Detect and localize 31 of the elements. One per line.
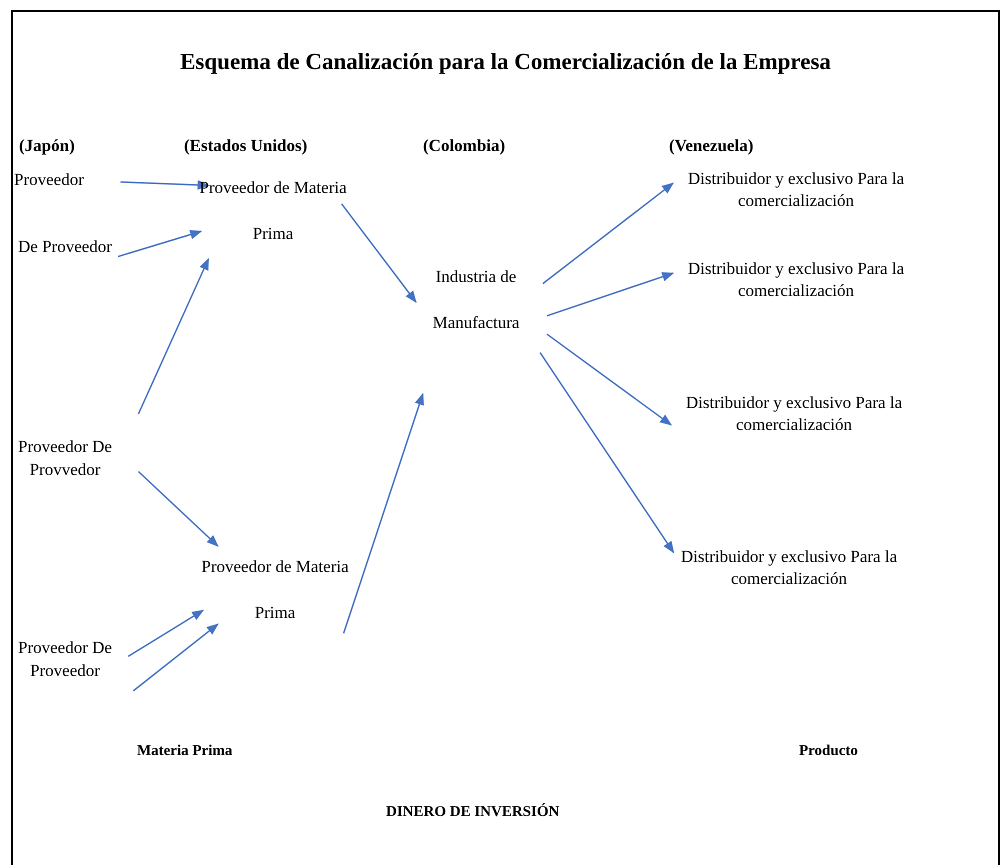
node-label: Industria de Manufactura bbox=[407, 254, 545, 346]
arrow bbox=[120, 180, 210, 190]
arrow bbox=[546, 334, 672, 426]
node-label: Distribuidor y exclusivo Para la comercialización bbox=[671, 258, 921, 302]
node-label: Proveedor De Proveedor bbox=[14, 636, 116, 682]
arrow bbox=[546, 272, 674, 317]
arrow bbox=[342, 392, 424, 634]
node-label: Proveedor de Materia Prima bbox=[199, 165, 347, 257]
heading-label: (Estados Unidos) bbox=[184, 136, 308, 156]
arrow bbox=[138, 258, 210, 414]
heading-label: Producto bbox=[799, 743, 858, 760]
node-label: De Proveedor bbox=[14, 235, 116, 258]
node-label: Distribuidor y exclusivo Para la comercialización bbox=[669, 392, 919, 436]
heading-label: DINERO DE INVERSIÓN bbox=[386, 804, 560, 821]
heading-label: (Japón) bbox=[19, 136, 75, 156]
node-label: Distribuidor y exclusivo Para la comercialización bbox=[671, 168, 921, 212]
heading-label: Materia Prima bbox=[137, 743, 232, 760]
arrow bbox=[132, 623, 219, 692]
node-label: Proveedor bbox=[14, 169, 124, 191]
node-label: Proveedor De Provvedor bbox=[14, 435, 116, 481]
arrow bbox=[341, 203, 417, 303]
heading-label: (Colombia) bbox=[423, 136, 506, 156]
node-label: Proveedor de Materia Prima bbox=[201, 544, 349, 636]
arrow bbox=[542, 182, 674, 284]
diagram-title: Esquema de Canalización para la Comercialización de la Empresa bbox=[179, 48, 832, 76]
arrow bbox=[138, 470, 219, 547]
arrow bbox=[539, 352, 674, 554]
arrow bbox=[118, 230, 202, 258]
arrow bbox=[128, 610, 204, 658]
heading-label: (Venezuela) bbox=[669, 136, 754, 156]
node-label: Distribuidor y exclusivo Para la comercialización bbox=[664, 546, 914, 590]
